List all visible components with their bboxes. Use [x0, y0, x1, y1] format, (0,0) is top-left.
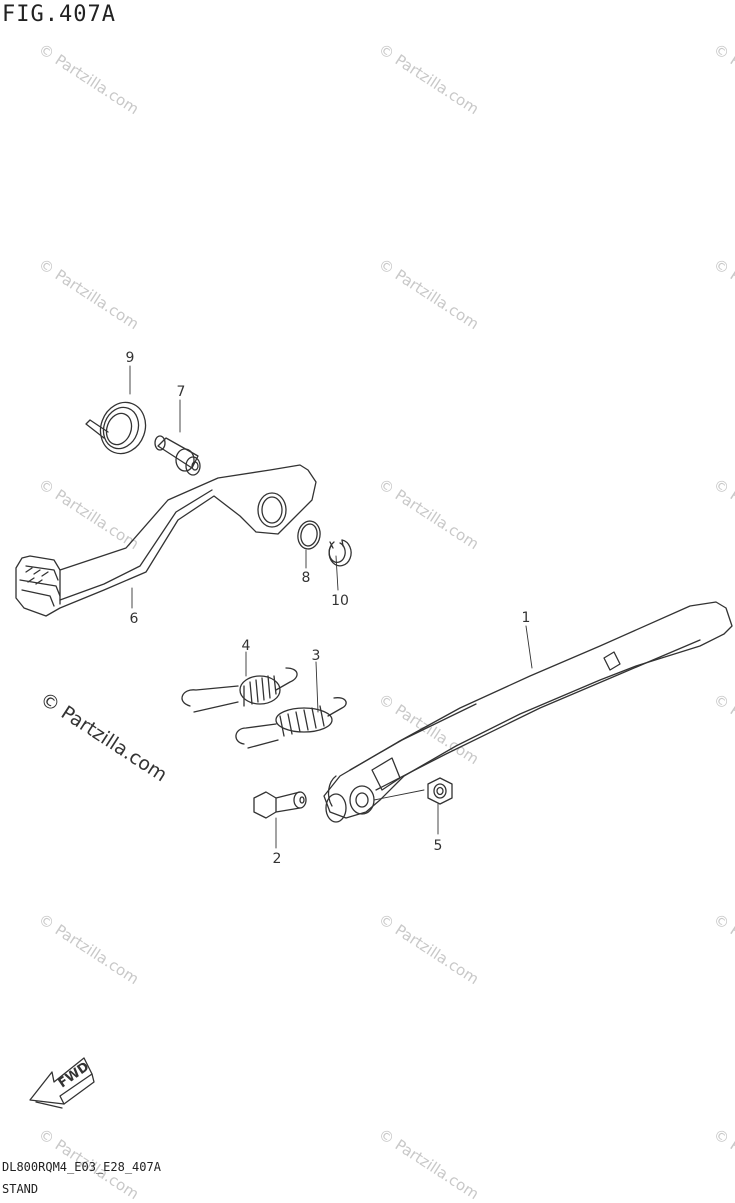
fwd-arrow-icon: FWD [29, 1057, 95, 1109]
callout-4: 4 [242, 638, 251, 654]
part-4-spring [181, 667, 298, 713]
part-1-side-stand [323, 601, 733, 823]
figure-caption: STAND [2, 1182, 39, 1196]
part-3-spring [235, 697, 347, 749]
callout-10: 10 [331, 593, 349, 609]
leader-lines [129, 365, 533, 849]
callout-3: 3 [312, 648, 321, 664]
figure-title: FIG.407A [2, 2, 116, 27]
callout-1: 1 [522, 610, 531, 626]
part-2-bolt [253, 791, 307, 819]
callout-8: 8 [302, 570, 311, 586]
part-8-washer [297, 520, 321, 550]
part-7-pivot-pin [154, 435, 201, 476]
part-5-nut [427, 777, 453, 805]
part-6-brake-pedal [15, 464, 317, 617]
callout-5: 5 [434, 838, 443, 854]
part-9-spring-clip [85, 401, 147, 455]
callout-7: 7 [177, 384, 186, 400]
callout-9: 9 [126, 350, 135, 366]
part-10-circlip [328, 539, 352, 567]
callout-2: 2 [273, 851, 282, 867]
callout-6: 6 [130, 611, 139, 627]
figure-code: DL800RQM4_E03_E28_407A [2, 1160, 161, 1174]
